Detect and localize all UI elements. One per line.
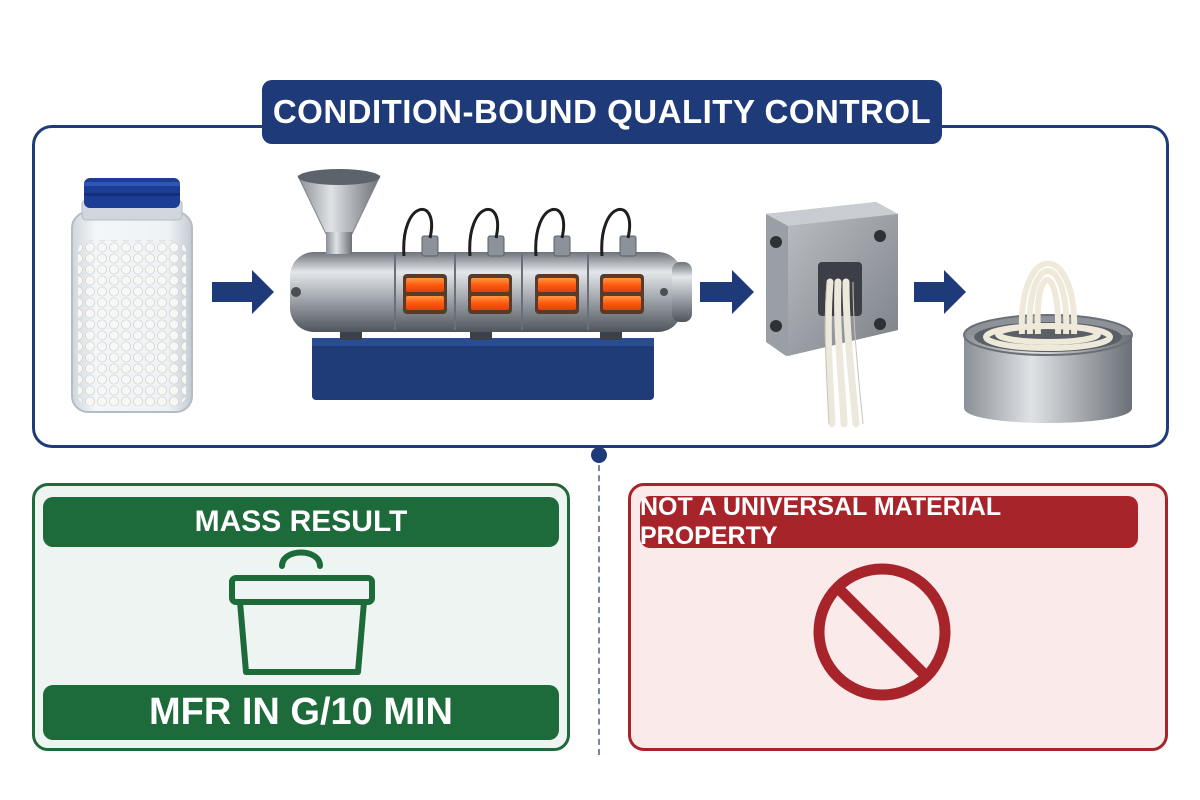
arrow-right-icon [212, 270, 274, 314]
weighing-cup-icon [229, 549, 375, 675]
die-block-icon [766, 202, 898, 428]
mass-result-header: MASS RESULT [43, 497, 559, 547]
arrow-right-icon [700, 270, 754, 314]
heater-band [600, 274, 644, 314]
extruder-icon [290, 169, 692, 400]
arrow-right-icon [914, 270, 966, 314]
pellet-jar-icon [71, 178, 193, 413]
mfr-unit-footer: MFR IN G/10 MIN [43, 685, 559, 740]
page-title: CONDITION-BOUND QUALITY CONTROL [262, 80, 942, 144]
heater-band [468, 274, 512, 314]
divider-node [591, 447, 607, 463]
prohibited-icon [813, 563, 951, 701]
heater-band [403, 274, 447, 314]
not-universal-header: NOT A UNIVERSAL MATERIAL PROPERTY [640, 493, 1138, 550]
heater-band [535, 274, 579, 314]
divider-line [598, 455, 600, 755]
extrudate-cup-icon [963, 260, 1133, 423]
